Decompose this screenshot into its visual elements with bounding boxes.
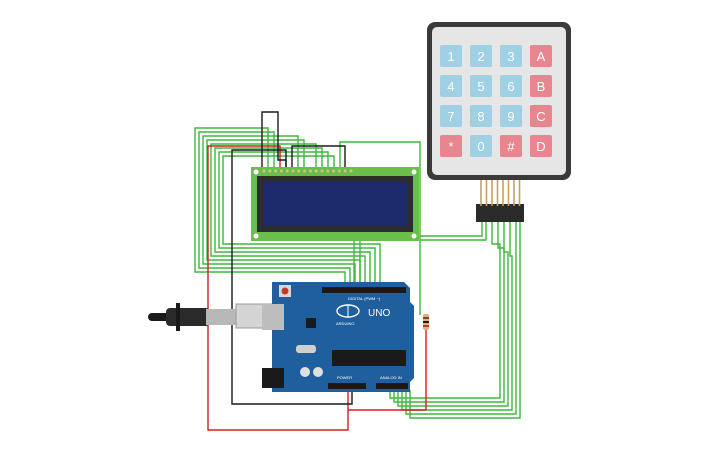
wires [194,111,521,431]
lcd-screen [263,182,407,226]
lcd-pin[interactable] [332,169,336,173]
wire-black-2[interactable] [291,145,346,168]
power-label: POWER [337,375,352,380]
keypad-key[interactable]: # [500,135,522,157]
keypad-key-label: 7 [447,109,454,124]
arduino-uno: UNO ARDUINO DIGITAL (PWM ~) POWER ANALOG… [262,282,414,392]
keypad-key[interactable]: 3 [500,45,522,67]
crystal [296,345,316,353]
lcd-pin[interactable] [279,169,283,173]
keypad-key[interactable]: B [530,75,552,97]
keypad-key[interactable]: * [440,135,462,157]
keypad-key-label: 1 [447,49,454,64]
wire-green-keypad-3[interactable] [389,222,501,399]
keypad-key[interactable]: 2 [470,45,492,67]
lcd-mount-hole [253,169,259,175]
wire-black-3[interactable] [231,149,353,405]
lcd-pin[interactable] [274,169,278,173]
lcd-pin[interactable] [308,169,312,173]
lcd-pin[interactable] [343,169,347,173]
digital-label: DIGITAL (PWM ~) [348,296,381,301]
keypad-key[interactable]: 6 [500,75,522,97]
lcd-mount-hole [253,233,259,239]
wire-green-keypad-8[interactable] [409,222,521,419]
atmega-chip [332,350,406,366]
wire-green-keypad-5[interactable] [397,222,509,407]
lcd-pin[interactable] [291,169,295,173]
keypad-key[interactable]: 9 [500,105,522,127]
keypad-key-label: # [507,139,515,154]
keypad-key[interactable]: 7 [440,105,462,127]
keypad-4x4: 1 2 3 A 4 5 6 B 7 8 9 C * 0 # D [427,22,571,222]
arduino-model-label: UNO [368,308,390,319]
digital-header [322,287,406,293]
keypad-key-label: D [536,139,545,154]
usb-cable [148,303,279,331]
keypad-key-label: C [536,109,545,124]
wire-green-keypad-2[interactable] [420,222,487,241]
resistor[interactable] [423,314,429,330]
lcd-pin[interactable] [320,169,324,173]
power-jack [262,368,284,388]
keypad-keys: 1 2 3 A 4 5 6 B 7 8 9 C * 0 # D [440,45,552,157]
keypad-key-label: 5 [477,79,484,94]
arduino-brand-label: ARDUINO [336,321,354,326]
keypad-ribbon [480,180,521,206]
lcd-pin[interactable] [285,169,289,173]
keypad-key-label: A [537,49,546,64]
usb-port [262,304,284,330]
wire-green-keypad-1[interactable] [420,222,483,237]
keypad-connector [476,204,524,222]
capacitor [300,367,310,377]
lcd-pin[interactable] [349,169,353,173]
lcd-pin[interactable] [326,169,330,173]
capacitor [313,367,323,377]
analog-label: ANALOG IN [380,375,402,380]
analog-header [376,383,408,389]
keypad-key-label: 3 [507,49,514,64]
wire-green-lcd-3[interactable] [202,135,356,296]
keypad-key[interactable]: 0 [470,135,492,157]
wire-green-lcd-2[interactable] [198,131,351,296]
keypad-key[interactable]: A [530,45,552,67]
reset-button-cap [281,287,289,295]
keypad-key[interactable]: 5 [470,75,492,97]
lcd-header-pins [262,169,353,173]
keypad-key-label: B [537,79,546,94]
power-header [328,383,366,389]
wire-green-lcd-8[interactable] [222,155,381,296]
lcd-pin[interactable] [262,169,266,173]
wire-green-lcd-7[interactable] [218,151,376,296]
lcd-16x2 [251,167,419,241]
wire-green-lcd-1[interactable] [194,127,346,296]
wire-green-resistor[interactable] [339,141,421,315]
wire-green-keypad-4[interactable] [393,222,505,403]
lcd-pin[interactable] [297,169,301,173]
wire-red-2[interactable] [348,328,427,411]
lcd-pin[interactable] [337,169,341,173]
keypad-key-label: 8 [477,109,484,124]
lcd-mount-hole [411,233,417,239]
keypad-key[interactable]: 8 [470,105,492,127]
lcd-pin[interactable] [268,169,272,173]
keypad-key-label: 2 [477,49,484,64]
keypad-key-label: * [448,139,453,154]
lcd-pin[interactable] [314,169,318,173]
keypad-key[interactable]: 1 [440,45,462,67]
wire-green-keypad-7[interactable] [405,222,517,415]
lcd-pin[interactable] [303,169,307,173]
keypad-key[interactable]: C [530,105,552,127]
keypad-key[interactable]: 4 [440,75,462,97]
keypad-key[interactable]: D [530,135,552,157]
lcd-mount-hole [411,169,417,175]
wire-green-keypad-6[interactable] [401,222,513,411]
small-chip [306,318,316,328]
keypad-key-label: 0 [477,139,484,154]
keypad-key-label: 9 [507,109,514,124]
keypad-key-label: 6 [507,79,514,94]
keypad-key-label: 4 [447,79,454,94]
arduino-logo-icon [336,304,360,318]
